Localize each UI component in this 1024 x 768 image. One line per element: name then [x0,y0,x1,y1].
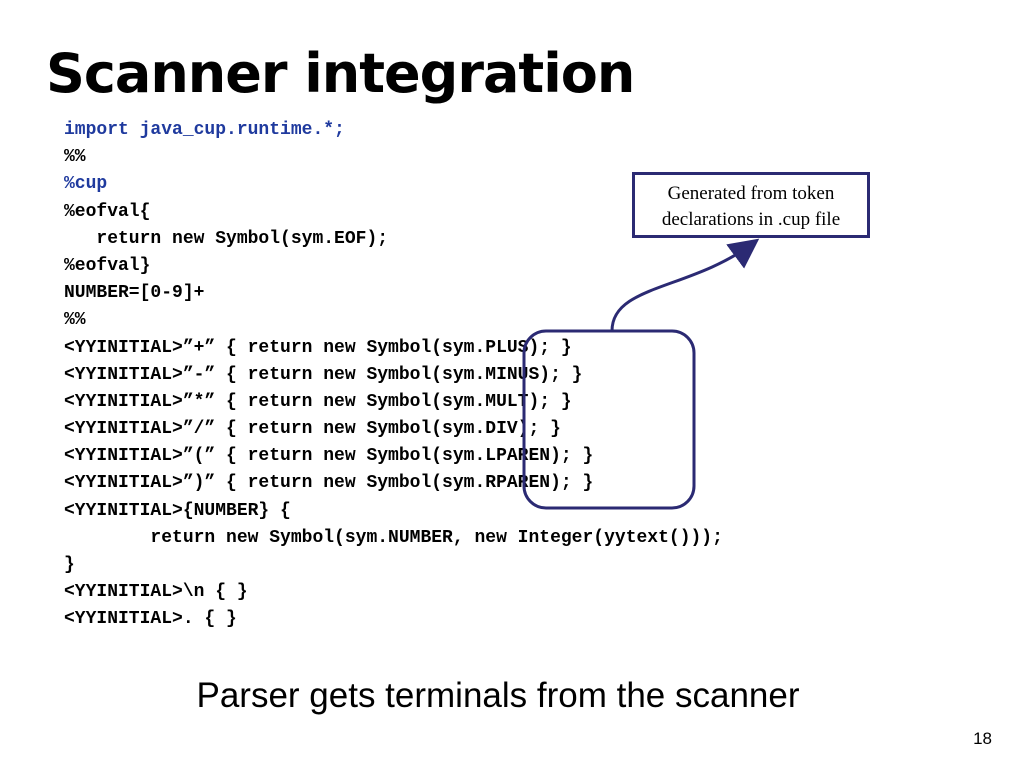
slide-subtitle: Parser gets terminals from the scanner [196,676,800,715]
code-block: import java_cup.runtime.*;%% %cup %eofval{… [64,117,723,634]
code-line: <YYINITIAL>”+” { return new Symbol(sym.P… [64,337,572,358]
code-line: } [64,555,75,575]
slide-title: Scanner integration [46,42,635,105]
code-line: return new Symbol(sym.NUMBER, new Intege… [64,527,723,548]
code-line: <YYINITIAL>. { } [64,609,237,630]
code-line: <YYINITIAL>\n { } [64,582,248,603]
callout-line: Generated from token [667,183,835,204]
code-line: <YYINITIAL>”)” { return new Symbol(sym.R… [64,473,594,494]
code-line: %% [64,147,86,168]
code-line: <YYINITIAL>”*” { return new Symbol(sym.M… [64,391,572,412]
code-line: %cup [64,174,108,195]
code-line: import java_cup.runtime.*; [64,120,345,140]
code-line: %eofval{ [64,201,151,222]
code-line: <YYINITIAL>”(” { return new Symbol(sym.L… [64,446,594,467]
callout-box: Generated from token declarations in .cu… [632,172,870,238]
code-line: %eofval} [64,255,151,276]
code-line: <YYINITIAL>”-” { return new Symbol(sym.M… [64,364,583,385]
callout-line: declarations in .cup file [661,209,841,230]
code-line: return new Symbol(sym.EOF); [64,228,389,249]
code-line: NUMBER=[0-9]+ [64,283,205,304]
page-number: 18 [973,729,992,748]
highlight-ellipse [522,329,696,510]
code-line: <YYINITIAL>{NUMBER} { [64,500,291,521]
code-line: %% [64,310,86,331]
code-line: <YYINITIAL>”/” { return new Symbol(sym.D… [64,419,561,440]
callout-arrow [610,238,760,332]
